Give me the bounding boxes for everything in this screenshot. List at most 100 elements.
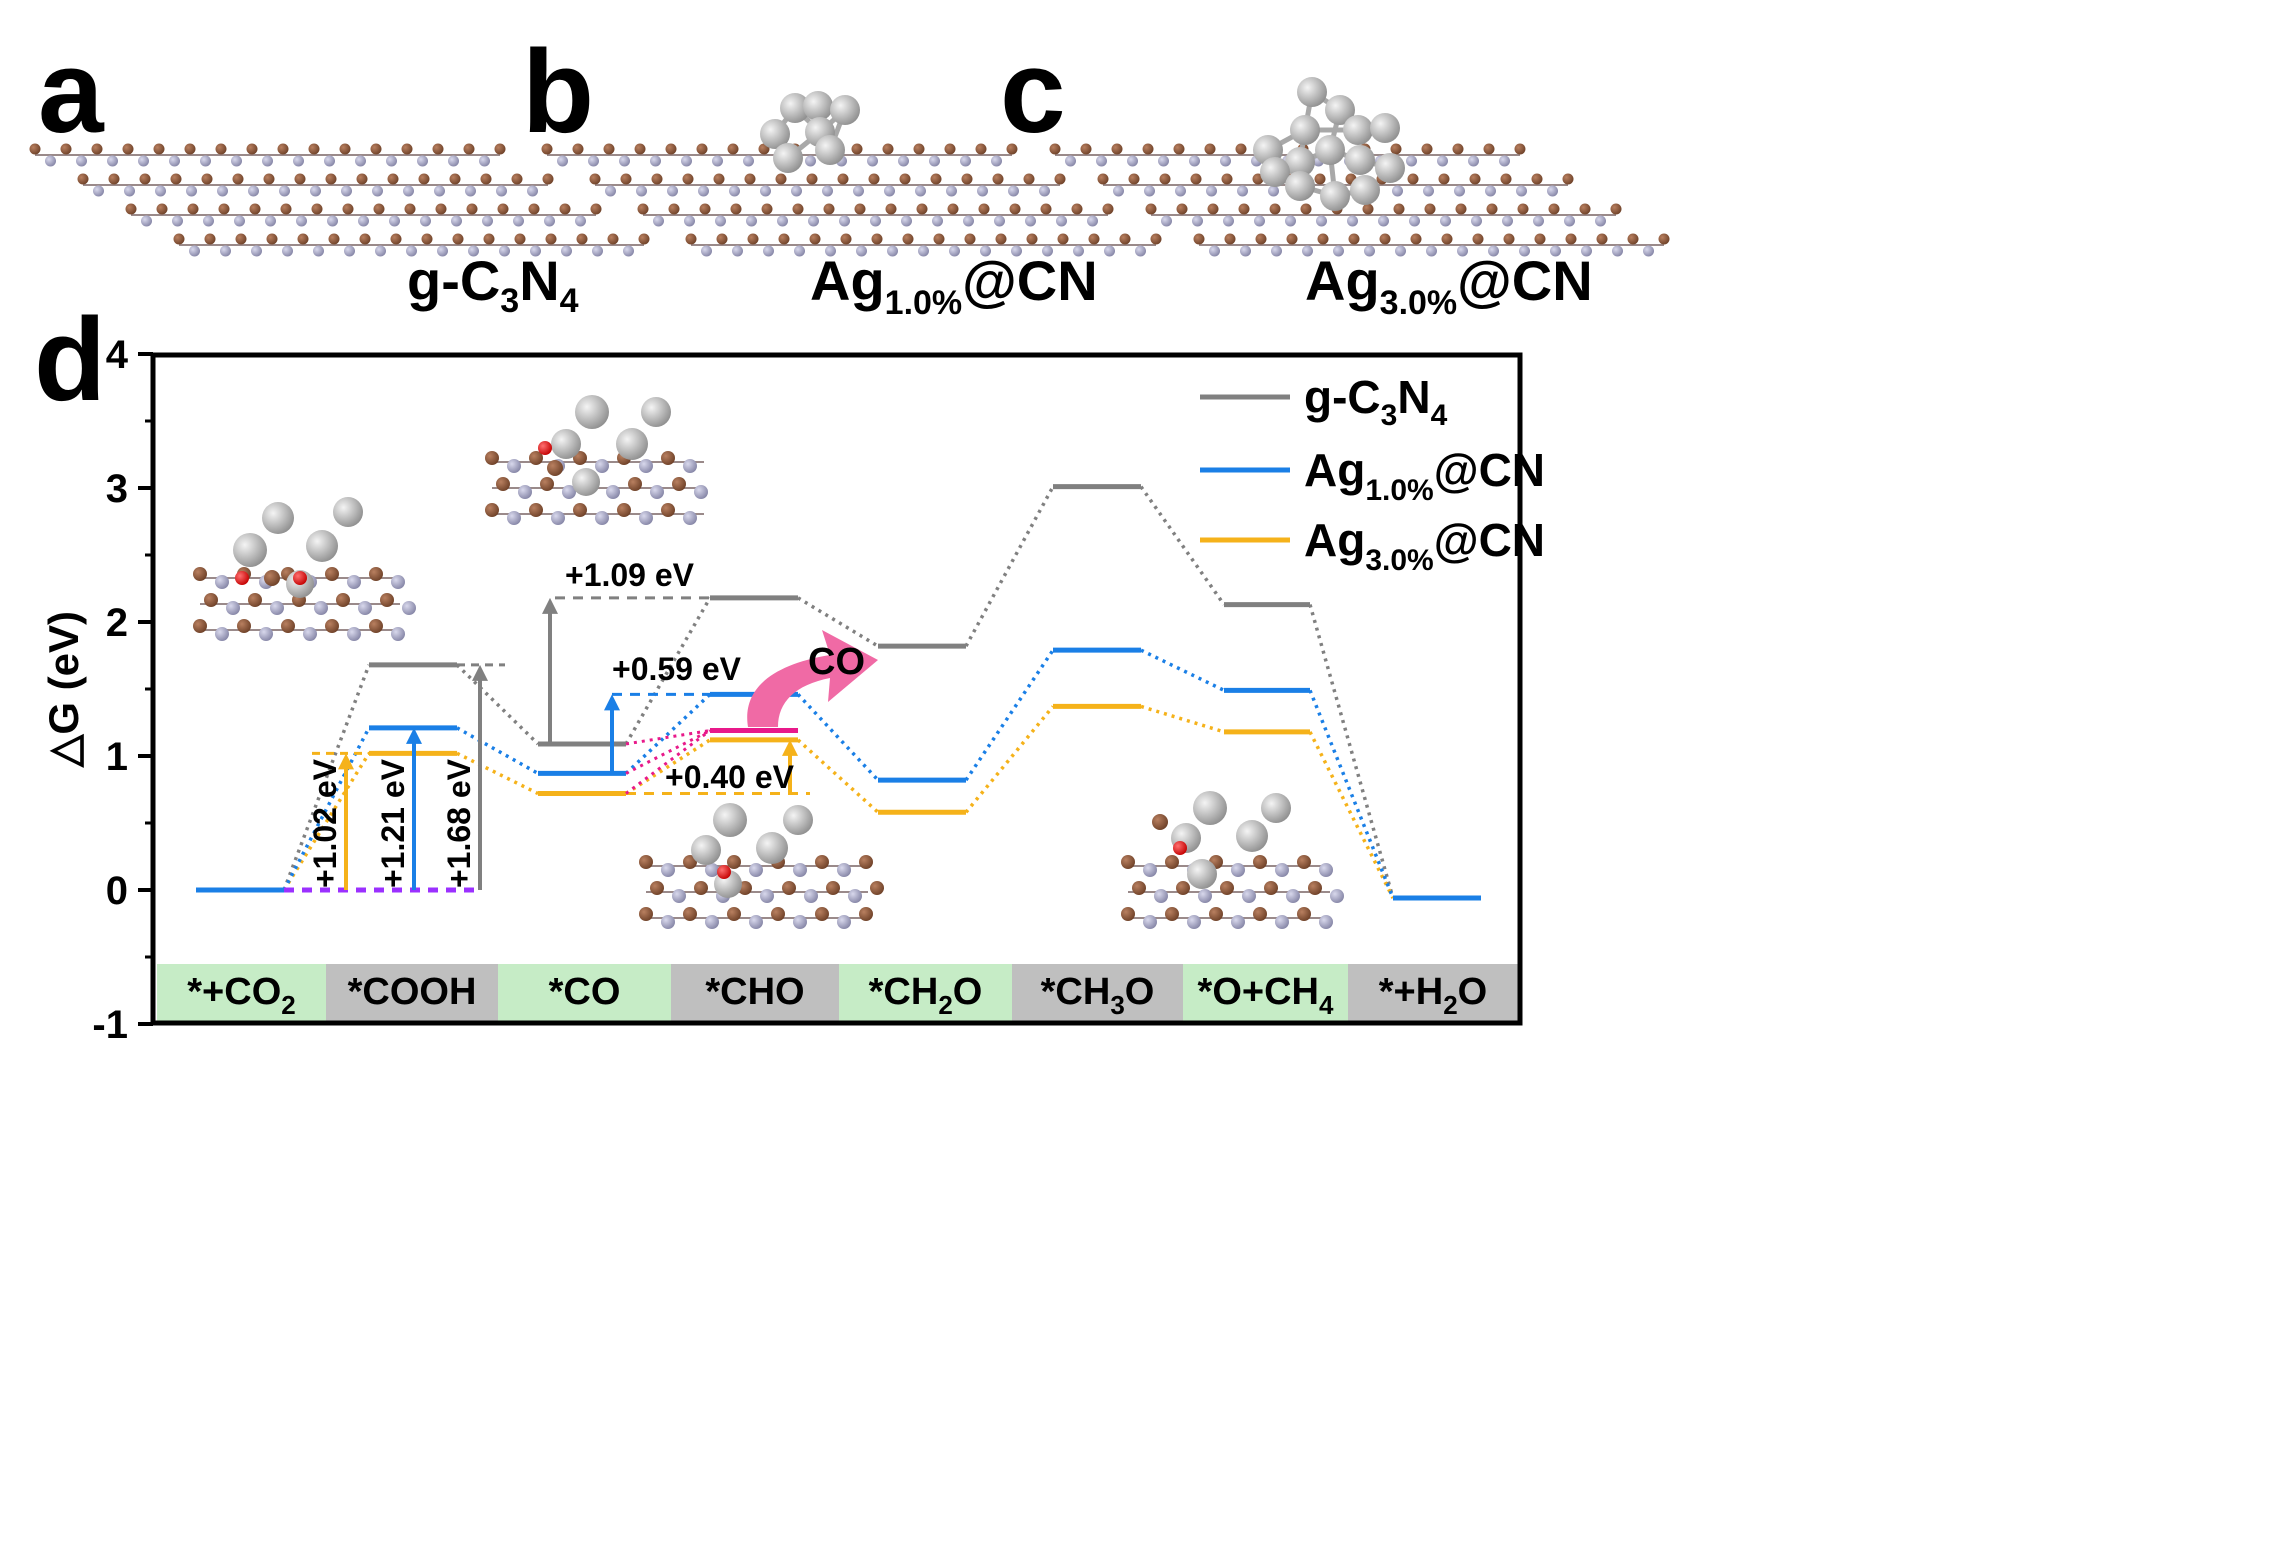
carbon-atom: [542, 173, 554, 185]
nitrogen-atom: [355, 155, 366, 167]
label-1-21: +1.21 eV: [375, 758, 411, 888]
label-1-68: +1.68 eV: [441, 758, 477, 888]
carbon-atom: [1080, 143, 1092, 155]
nitrogen-atom: [562, 485, 576, 499]
carbon-atom: [170, 173, 182, 185]
nitrogen-atom: [138, 155, 149, 167]
nitrogen-atom: [1275, 915, 1289, 929]
carbon-atom: [1517, 203, 1529, 215]
nitrogen-atom: [606, 485, 620, 499]
carbon-atom: [964, 233, 976, 245]
nitrogen-atom: [262, 155, 273, 167]
nitrogen-atom: [837, 915, 851, 929]
carbon-atom: [432, 143, 444, 155]
nitrogen-atom: [1392, 185, 1403, 197]
carbon-atom: [851, 143, 863, 155]
carbon-atom: [380, 593, 394, 607]
nitrogen-atom: [870, 215, 881, 227]
nitrogen-atom: [1073, 245, 1084, 257]
carbon-atom: [263, 173, 275, 185]
nitrogen-atom: [203, 215, 214, 227]
carbon-atom: [1220, 881, 1234, 895]
legend-label: Ag1.0%@CN: [1304, 444, 1545, 507]
nitrogen-atom: [1581, 245, 1592, 257]
nitrogen-atom: [217, 185, 228, 197]
carbon-atom: [1204, 143, 1216, 155]
carbon-atom: [1235, 143, 1247, 155]
carbon-atom: [529, 451, 543, 465]
carbon-atom: [694, 881, 708, 895]
nitrogen-atom: [1519, 245, 1530, 257]
carbon-atom: [421, 233, 433, 245]
nitrogen-atom: [588, 155, 599, 167]
nitrogen-atom: [980, 245, 991, 257]
nitrogen-atom: [1488, 245, 1499, 257]
nitrogen-atom: [499, 245, 510, 257]
panel-a-label: g-C3N4: [407, 249, 579, 320]
carbon-atom: [339, 143, 351, 155]
carbon-atom: [308, 143, 320, 155]
nitrogen-atom: [76, 155, 87, 167]
carbon-atom: [1469, 173, 1481, 185]
nitrogen-atom: [705, 915, 719, 929]
nitrogen-atom: [1231, 915, 1245, 929]
nitrogen-atom: [282, 245, 293, 257]
nitrogen-atom: [234, 215, 245, 227]
carbon-atom: [809, 233, 821, 245]
carbon-atom: [325, 567, 339, 581]
nitrogen-atom: [155, 185, 166, 197]
carbon-atom: [356, 173, 368, 185]
carbon-atom: [187, 203, 199, 215]
carbon-atom: [359, 233, 371, 245]
panel-c-label: Ag3.0%@CN: [1305, 249, 1593, 322]
carbon-atom: [716, 233, 728, 245]
nitrogen-atom: [1319, 863, 1333, 877]
carbon-atom: [485, 503, 499, 517]
nitrogen-atom: [1192, 215, 1203, 227]
carbon-atom: [854, 203, 866, 215]
nitrogen-atom: [994, 215, 1005, 227]
carbon-atom: [1390, 143, 1402, 155]
carbon-atom: [1176, 881, 1190, 895]
category-box: [839, 964, 1012, 1022]
carbon-atom: [249, 203, 261, 215]
nitrogen-atom: [1499, 155, 1510, 167]
nitrogen-atom: [808, 215, 819, 227]
carbon-atom: [1562, 173, 1574, 185]
nitrogen-atom: [1087, 215, 1098, 227]
nitrogen-atom: [270, 601, 284, 615]
silver-atom: [1285, 171, 1315, 201]
carbon-atom: [29, 143, 41, 155]
carbon-atom: [452, 233, 464, 245]
carbon-atom: [815, 907, 829, 921]
nitrogen-atom: [1378, 215, 1389, 227]
silver-atom: [830, 95, 860, 125]
carbon-atom: [156, 203, 168, 215]
nitrogen-atom: [189, 245, 200, 257]
arrow-1-02-head: [338, 753, 354, 770]
carbon-atom: [651, 173, 663, 185]
nitrogen-atom: [451, 215, 462, 227]
carbon-atom: [369, 619, 383, 633]
nitrogen-atom: [661, 915, 675, 929]
nitrogen-atom: [749, 915, 763, 929]
arrow-1-68-head: [472, 664, 488, 681]
carbon-atom: [1057, 233, 1069, 245]
carbon-atom: [173, 233, 185, 245]
category-label: *COOH: [348, 971, 477, 1013]
nitrogen-atom: [856, 245, 867, 257]
carbon-atom: [913, 143, 925, 155]
carbon-atom: [806, 173, 818, 185]
carbon-atom: [1500, 173, 1512, 185]
silver-atom: [773, 143, 803, 173]
silver-atom: [1325, 95, 1355, 125]
silver-atom: [1193, 791, 1227, 825]
nitrogen-atom: [251, 245, 262, 257]
carbon-atom: [638, 233, 650, 245]
carbon-atom: [246, 143, 258, 155]
carbon-atom: [418, 173, 430, 185]
carbon-atom: [204, 593, 218, 607]
carbon-atom: [528, 203, 540, 215]
nitrogen-atom: [1096, 155, 1107, 167]
carbon-atom: [665, 143, 677, 155]
